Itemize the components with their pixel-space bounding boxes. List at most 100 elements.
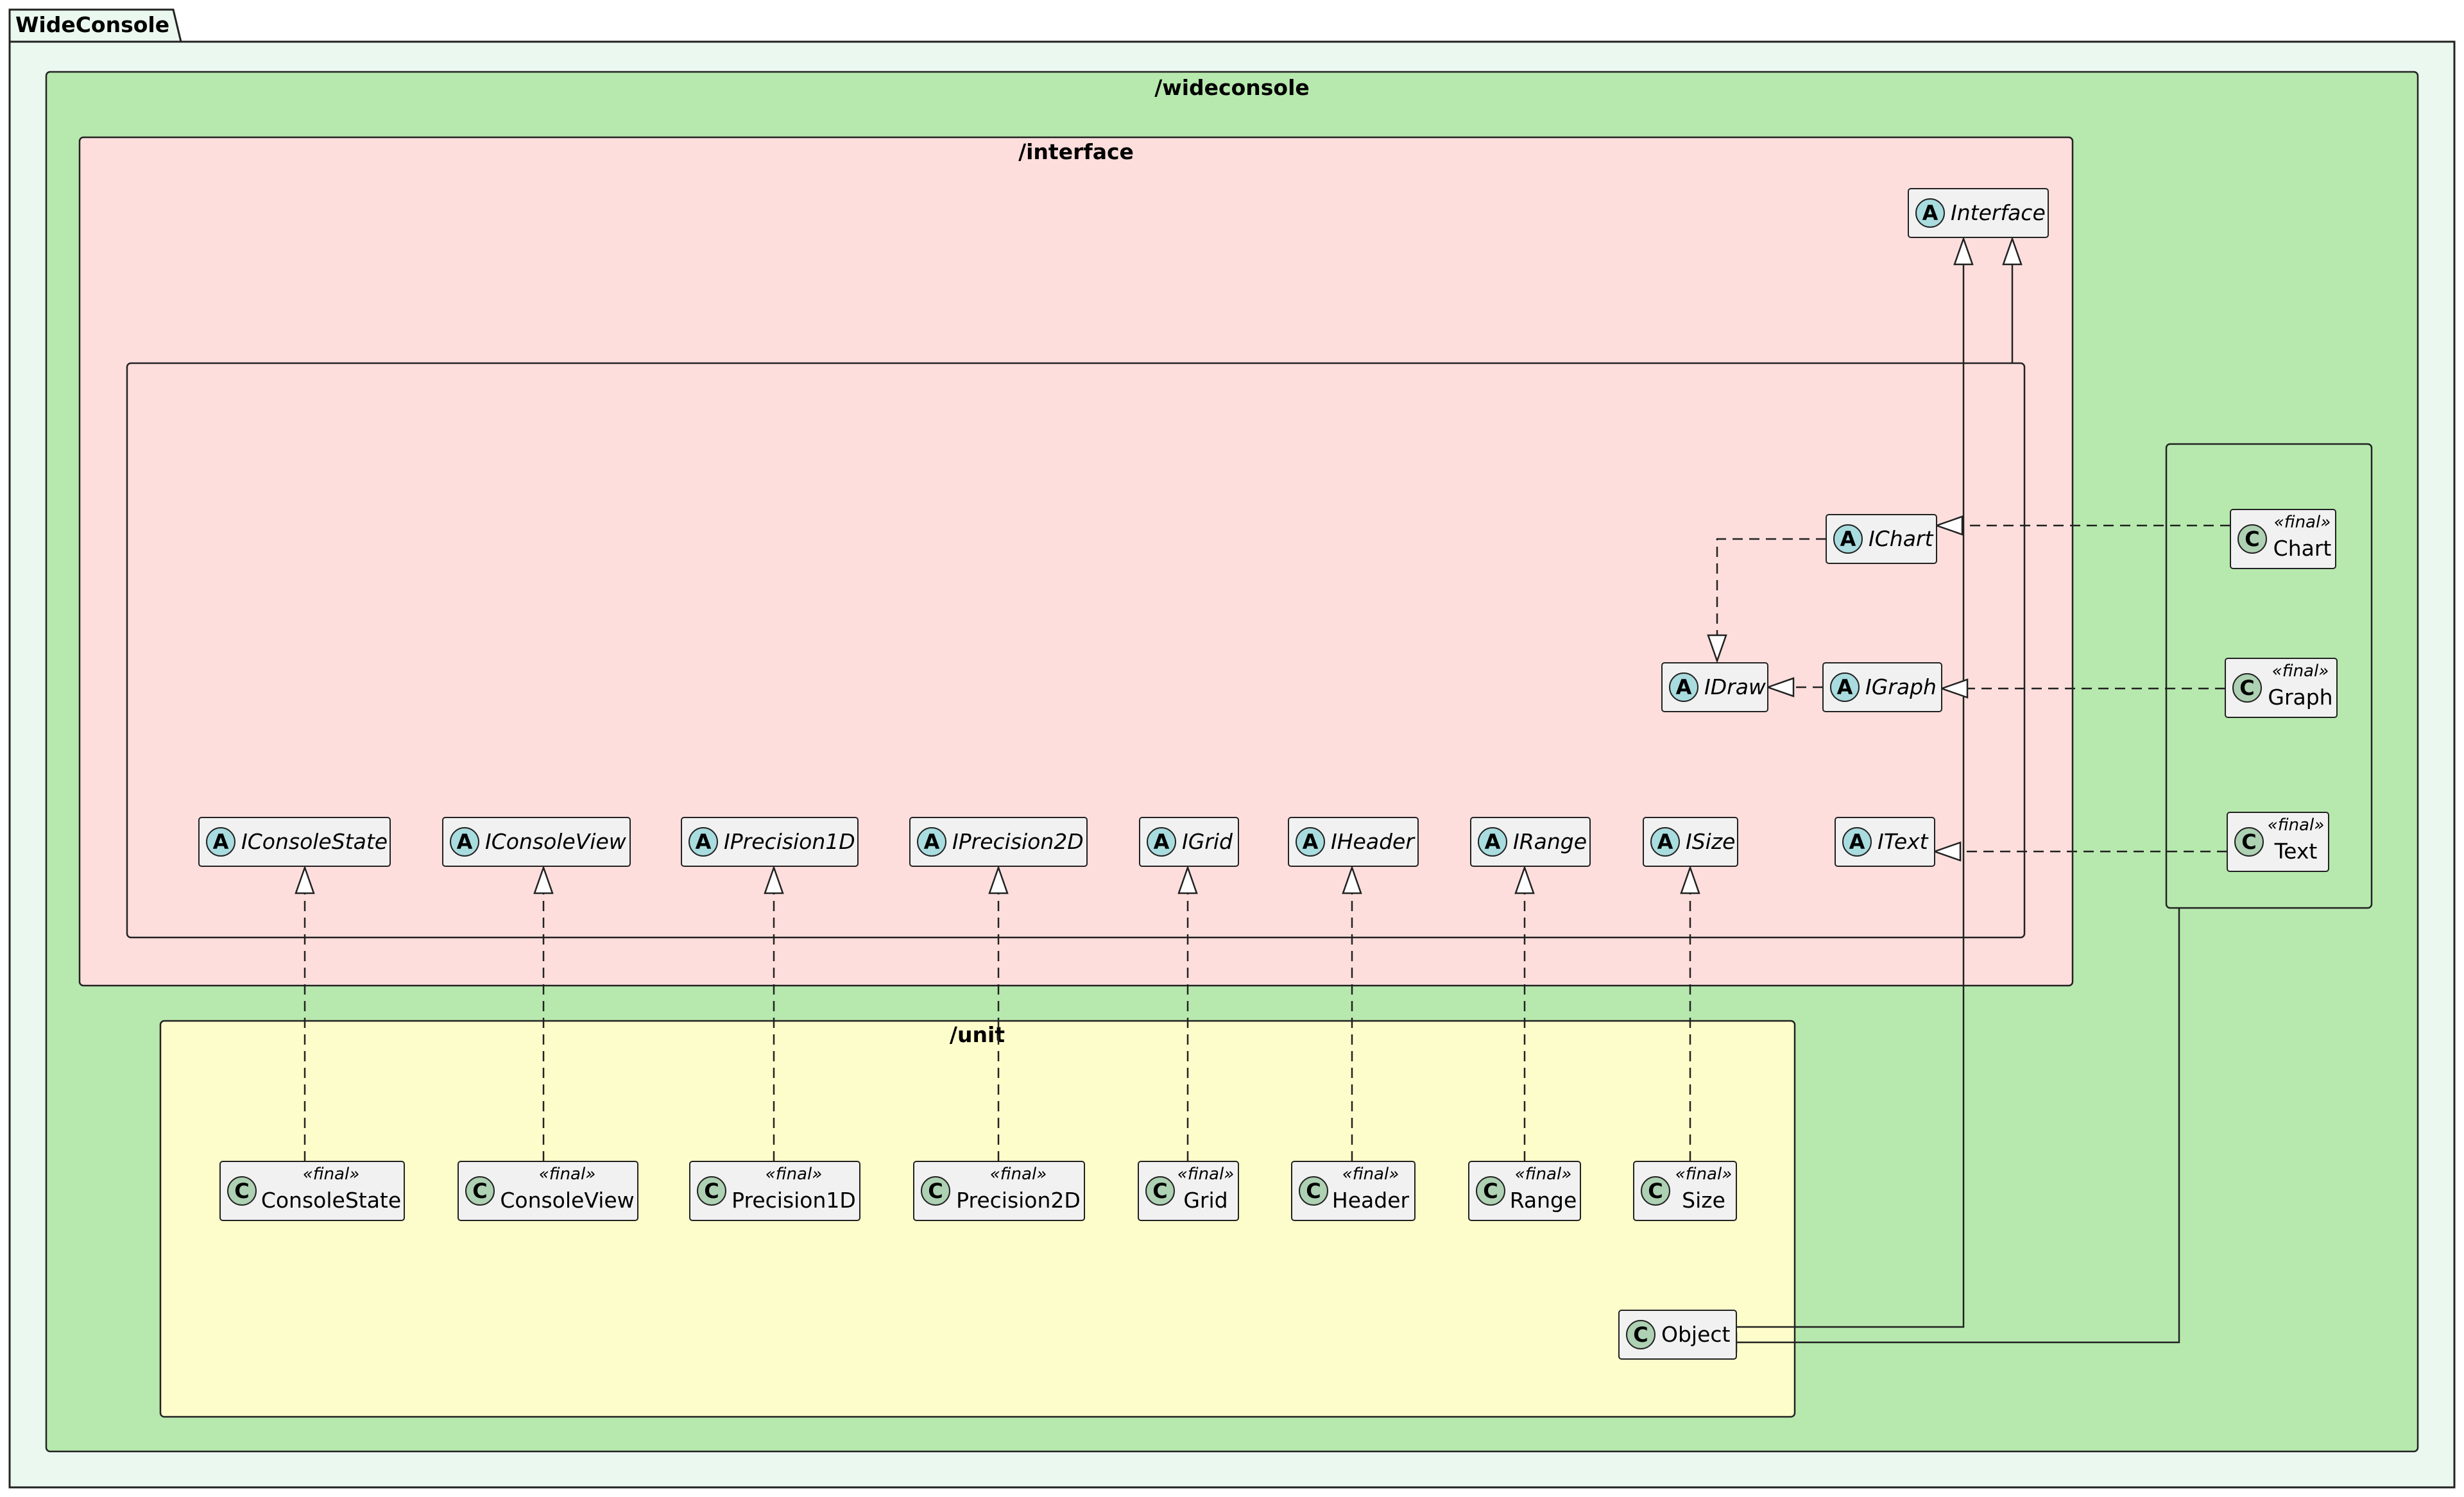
class-box-graph: C «final» Graph [2225, 658, 2338, 718]
stereotype-label: «final» [1342, 1165, 1399, 1184]
abstract-class-icon [1650, 827, 1680, 857]
interface-name: IPrecision2D [952, 829, 1084, 854]
svg-text:A: A [1485, 830, 1501, 854]
svg-text:C: C [704, 1179, 719, 1203]
class-name: ConsoleView [500, 1188, 634, 1213]
svg-text:A: A [1840, 527, 1856, 551]
abstract-class-icon [1842, 827, 1872, 857]
class-icon [465, 1176, 495, 1206]
interface-box-idraw: A IDraw [1661, 662, 1768, 712]
stereotype-label: «final» [1675, 1165, 1733, 1184]
class-name: Size [1682, 1188, 1725, 1213]
interface-box-iprecision1d: A IPrecision1D [681, 817, 859, 867]
class-name: Grid [1183, 1188, 1228, 1213]
abstract-class-icon [1478, 827, 1507, 857]
interface-box-interface: A Interface [1908, 188, 2049, 238]
svg-text:A: A [1922, 201, 1938, 225]
class-name: Object [1661, 1322, 1731, 1347]
class-box-text: C «final» Text [2227, 812, 2329, 872]
interface-name: IText [1878, 829, 1929, 854]
class-icon [2232, 673, 2262, 703]
svg-text:C: C [2239, 676, 2254, 700]
class-box-consoleview: C «final» ConsoleView [458, 1161, 638, 1221]
package-title-unit: /unit [950, 1022, 1005, 1047]
svg-text:A: A [457, 830, 473, 854]
class-icon [2237, 524, 2267, 554]
class-box-object: C Object [1618, 1310, 1737, 1360]
svg-text:C: C [1306, 1179, 1321, 1203]
svg-text:A: A [1837, 675, 1853, 699]
interface-name: IDraw [1704, 674, 1767, 699]
class-icon [1299, 1176, 1328, 1206]
class-icon [697, 1176, 726, 1206]
svg-text:A: A [1657, 830, 1673, 854]
package-title-interface: /interface [1018, 139, 1134, 164]
interface-box-isize: A ISize [1643, 817, 1738, 867]
relationships [304, 264, 2230, 1344]
class-icon [1641, 1176, 1670, 1206]
class-icon [1145, 1176, 1175, 1206]
package-interface-inner [126, 362, 2026, 939]
svg-text:C: C [2241, 830, 2256, 854]
svg-text:A: A [1154, 830, 1170, 854]
class-name: Precision2D [956, 1188, 1081, 1213]
svg-text:C: C [472, 1179, 487, 1203]
class-box-size: C «final» Size [1633, 1161, 1737, 1221]
class-icon [1476, 1176, 1505, 1206]
class-icon [2234, 827, 2264, 857]
class-name: Graph [2268, 685, 2332, 710]
stereotype-label: «final» [539, 1165, 596, 1184]
interface-name: IConsoleView [485, 829, 627, 854]
class-box-precision2d: C «final» Precision2D [913, 1161, 1085, 1221]
svg-text:A: A [696, 830, 712, 854]
class-box-grid: C «final» Grid [1138, 1161, 1239, 1221]
class-box-precision1d: C «final» Precision1D [689, 1161, 860, 1221]
interface-box-iconsolestate: A IConsoleState [198, 817, 391, 867]
abstract-class-icon [206, 827, 235, 857]
stereotype-label: «final» [990, 1165, 1047, 1184]
interface-box-igrid: A IGrid [1139, 817, 1239, 867]
class-name: Range [1510, 1188, 1577, 1213]
interface-name: ISize [1686, 829, 1735, 854]
svg-text:C: C [1648, 1179, 1663, 1203]
interface-box-ichart: A IChart [1826, 514, 1937, 564]
interface-box-iprecision2d: A IPrecision2D [909, 817, 1088, 867]
class-box-consolestate: C «final» ConsoleState [219, 1161, 405, 1221]
interface-name: Interface [1951, 200, 2046, 225]
interface-name: IHeader [1331, 829, 1416, 854]
svg-text:C: C [1633, 1322, 1648, 1347]
abstract-class-icon [1296, 827, 1325, 857]
svg-text:C: C [1152, 1179, 1167, 1203]
class-box-chart: C «final» Chart [2230, 509, 2336, 569]
svg-text:C: C [234, 1179, 249, 1203]
interface-name: IRange [1513, 829, 1587, 854]
abstract-class-icon [1669, 672, 1698, 702]
class-name: ConsoleState [261, 1188, 401, 1213]
class-icon [921, 1176, 950, 1206]
class-icon [1626, 1320, 1656, 1349]
class-box-header: C «final» Header [1291, 1161, 1416, 1221]
svg-text:A: A [1303, 830, 1319, 854]
svg-text:C: C [2245, 527, 2259, 551]
package-title-wideconsole: /wideconsole [1154, 75, 1310, 100]
class-name: Precision1D [732, 1188, 856, 1213]
interface-box-iconsoleview: A IConsoleView [442, 817, 631, 867]
svg-text:A: A [1849, 830, 1865, 854]
interface-name: IGraph [1865, 674, 1937, 699]
abstract-class-icon [1830, 672, 1860, 702]
class-name: Text [2274, 839, 2318, 864]
interface-box-iheader: A IHeader [1288, 817, 1419, 867]
abstract-class-icon [1833, 524, 1863, 554]
svg-text:A: A [1676, 675, 1692, 699]
class-name: Chart [2273, 536, 2332, 561]
package-tab-label: WideConsole [15, 12, 169, 37]
class-icon [227, 1176, 257, 1206]
interface-name: IGrid [1182, 829, 1233, 854]
interface-box-igraph: A IGraph [1822, 662, 1942, 712]
interface-box-irange: A IRange [1470, 817, 1591, 867]
svg-text:A: A [213, 830, 229, 854]
class-box-range: C «final» Range [1468, 1161, 1581, 1221]
abstract-class-icon [917, 827, 946, 857]
svg-text:A: A [924, 830, 940, 854]
